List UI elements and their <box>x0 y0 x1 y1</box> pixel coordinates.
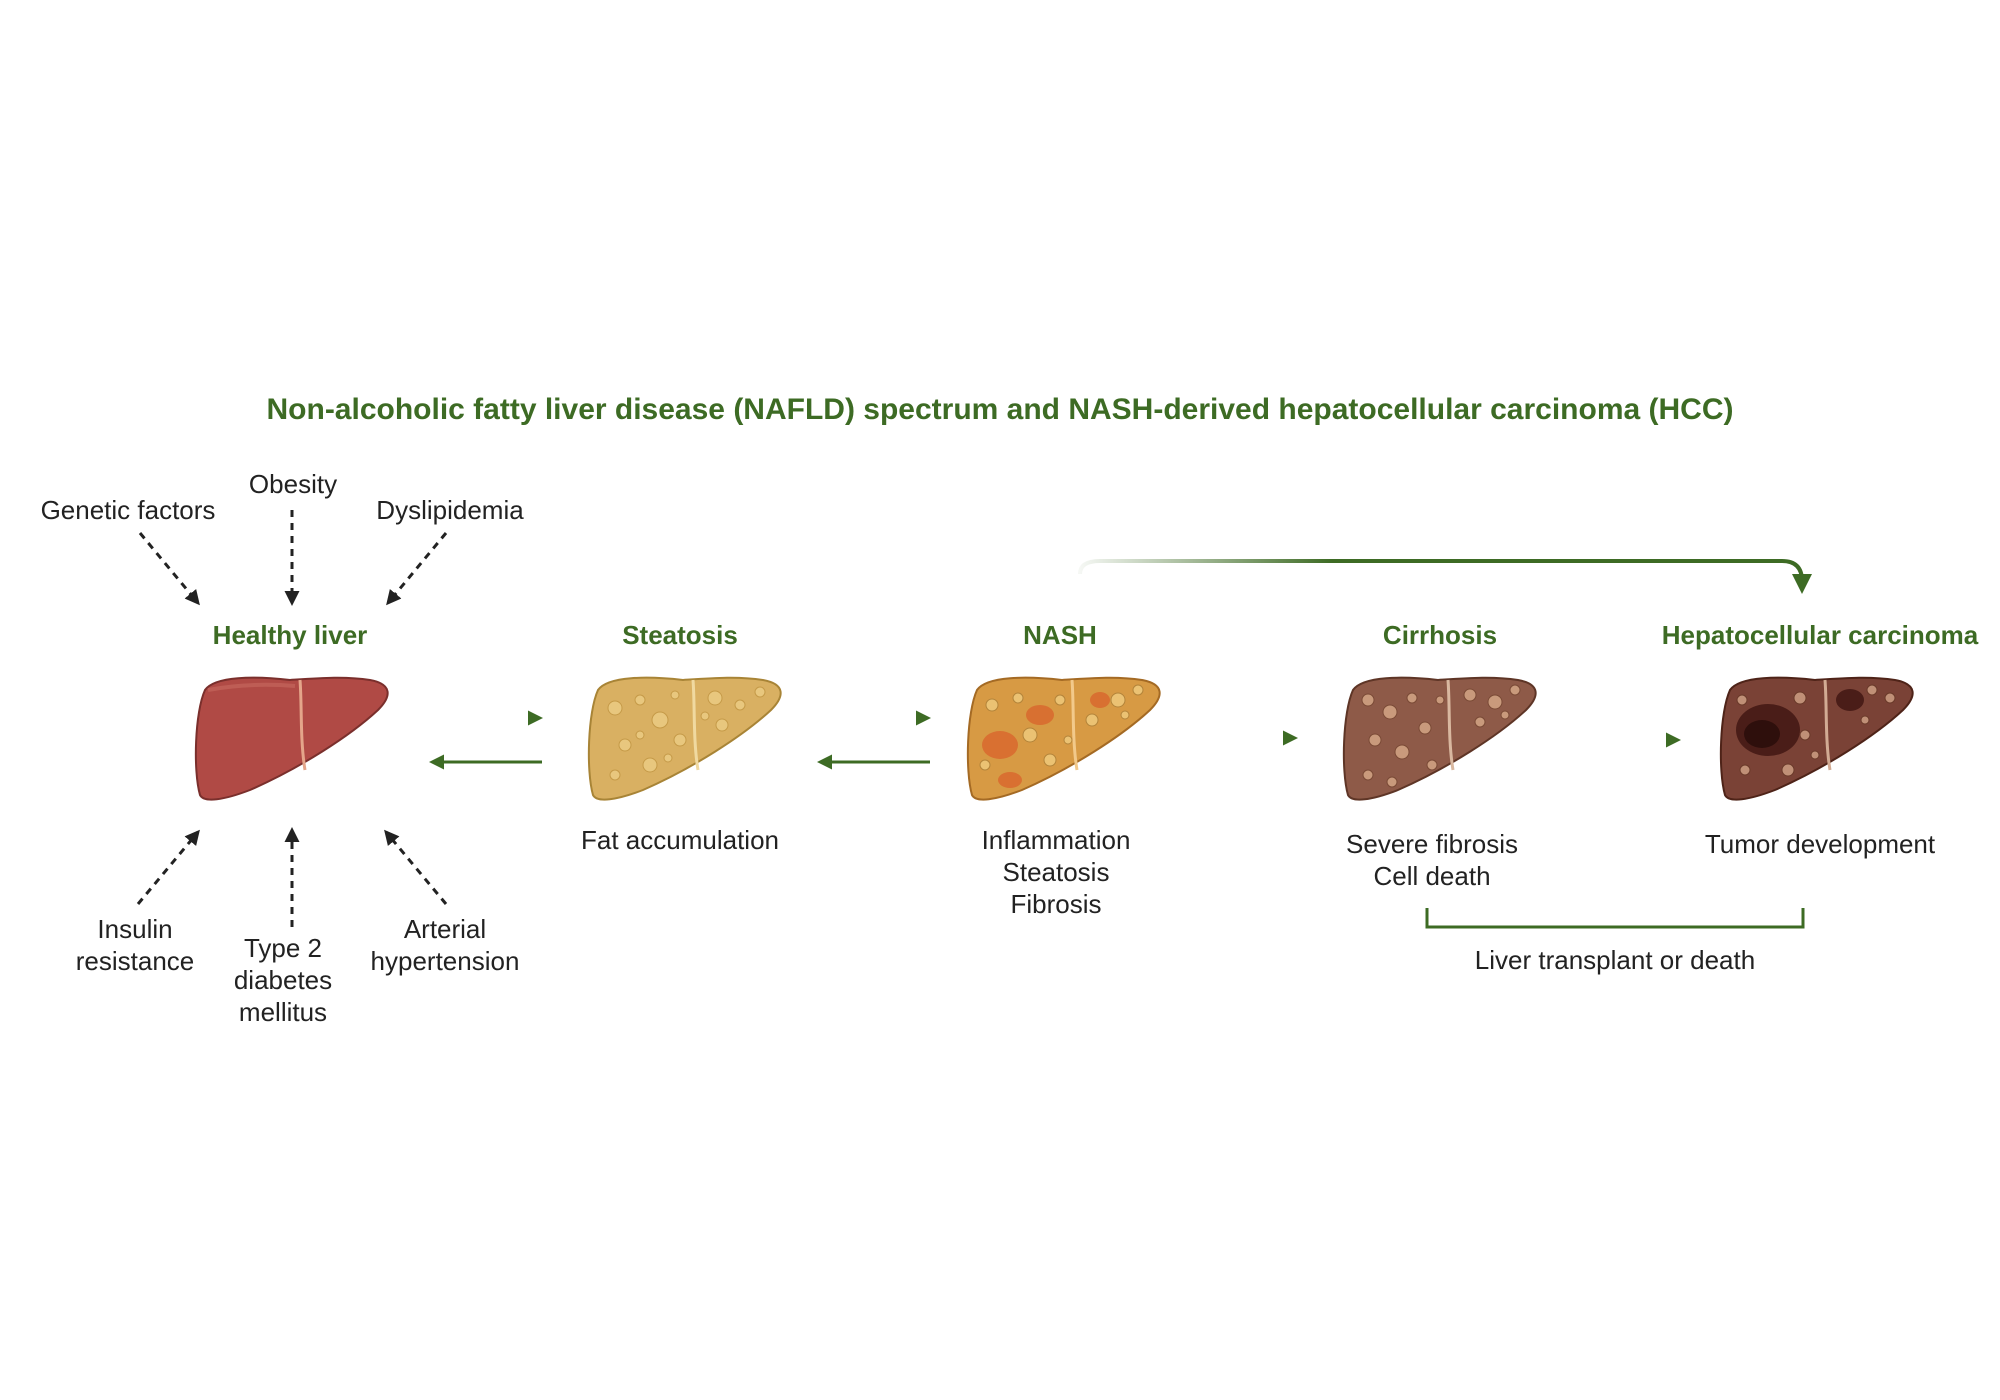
stage-desc-steatosis: Fat accumulation <box>500 824 860 856</box>
stage-desc-nash: Inflammation Steatosis Fibrosis <box>876 824 1236 920</box>
desc-line: Inflammation <box>981 825 1131 855</box>
figure-title: Non-alcoholic fatty liver disease (NAFLD… <box>266 393 1734 426</box>
hcc-liver-icon <box>1719 676 1914 801</box>
arrow-nash-to-hcc-bypass <box>1078 559 1812 594</box>
risk-arrow-genetic <box>138 532 200 606</box>
risk-factor-arterial-hypertension: Arterial hypertension <box>370 914 520 976</box>
desc-line: Tumor development <box>1704 829 1936 859</box>
stage-title-hcc: Hepatocellular carcinoma <box>1661 620 1979 650</box>
nash-liver-icon <box>966 676 1161 801</box>
stage-title-steatosis: Steatosis <box>622 620 738 650</box>
desc-line: Fibrosis <box>1010 889 1102 919</box>
risk-arrow-dyslipidemia <box>386 532 448 606</box>
risk-factor-type2-diabetes: Type 2 diabetes mellitus <box>233 933 333 1027</box>
risk-factor-genetic: Genetic factors <box>40 495 216 525</box>
stage-title-cirrhosis: Cirrhosis <box>1382 620 1498 650</box>
desc-line: Severe fibrosis <box>1346 829 1518 859</box>
healthy-liver-icon <box>194 676 389 801</box>
risk-factor-dyslipidemia: Dyslipidemia <box>376 495 524 525</box>
cirrhotic-liver-icon <box>1342 676 1537 801</box>
risk-arrow-insulin <box>136 829 200 905</box>
outcome-label: Liver transplant or death <box>1474 945 1756 975</box>
outcome-bracket <box>1425 908 1805 929</box>
risk-factor-insulin-resistance: Insulin resistance <box>75 914 195 976</box>
steatotic-liver-icon <box>587 676 782 801</box>
stage-desc-cirrhosis: Severe fibrosis Cell death <box>1252 828 1612 892</box>
stage-title-healthy: Healthy liver <box>212 620 368 650</box>
desc-line: Steatosis <box>1002 857 1110 887</box>
stage-desc-hcc: Tumor development <box>1640 828 2000 860</box>
desc-line: Fat accumulation <box>581 825 779 855</box>
risk-arrow-hypertension <box>384 829 448 905</box>
desc-line: Cell death <box>1373 861 1491 891</box>
stage-title-nash: NASH <box>1023 620 1097 650</box>
risk-factor-obesity: Obesity <box>248 469 338 499</box>
